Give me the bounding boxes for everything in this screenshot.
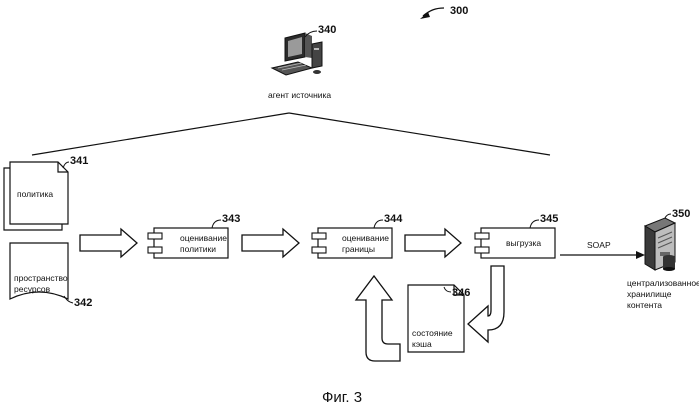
policy-evaluation-label-line2: политики xyxy=(180,244,216,254)
cache-state-label-line2: кэша xyxy=(412,339,432,349)
policy-document-ref: 341 xyxy=(70,155,88,167)
figure-ref-300: 300 xyxy=(420,5,468,19)
flow-arrow-input xyxy=(80,229,137,257)
protocol-label: SOAP xyxy=(587,240,611,250)
source-agent-ref: 340 xyxy=(318,24,336,36)
boundary-evaluation-ref: 344 xyxy=(384,213,403,225)
soap-arrowhead xyxy=(636,251,645,259)
boundary-evaluation-label-line1: оценивание xyxy=(342,233,389,243)
policy-evaluation-label-line1: оценивание xyxy=(180,233,227,243)
resource-space-label-line2: ресурсов xyxy=(14,284,51,294)
cache-state-label-line1: состояние xyxy=(412,328,453,338)
upload-to-cache-arrow xyxy=(468,266,504,342)
resource-space-label-line1: пространство xyxy=(14,273,68,283)
computer-icon xyxy=(272,33,322,75)
central-store-label-line1: централизованное xyxy=(627,278,699,288)
boundary-evaluation-label-line2: границы xyxy=(342,244,375,254)
central-store-label-line3: контента xyxy=(627,300,662,310)
central-store-ref: 350 xyxy=(672,208,690,220)
source-agent-label: агент источника xyxy=(268,90,331,100)
upload-ref: 345 xyxy=(540,213,558,225)
flow-arrow-policy-to-boundary xyxy=(242,229,299,257)
central-store-label-line2: хранилище xyxy=(627,289,672,299)
figure-caption: Фиг. 3 xyxy=(322,389,362,406)
resource-space-ref: 342 xyxy=(74,297,92,309)
upload-label: выгрузка xyxy=(506,238,541,248)
server-icon xyxy=(645,218,675,271)
fan-line-right xyxy=(289,113,550,155)
flow-arrow-boundary-to-upload xyxy=(405,229,461,257)
figure-ref-number: 300 xyxy=(450,5,468,17)
policy-document-label: политика xyxy=(17,189,53,199)
policy-evaluation-ref: 343 xyxy=(222,213,240,225)
fan-line-left xyxy=(32,113,289,155)
cache-return-arrow xyxy=(356,276,400,361)
cache-state-ref: 346 xyxy=(452,287,470,299)
